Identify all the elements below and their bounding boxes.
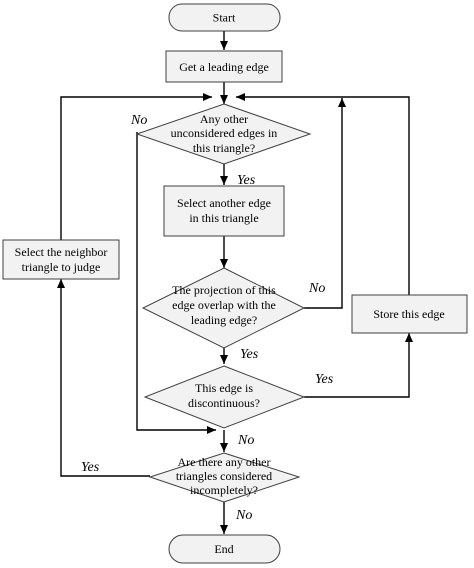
label-no-triangles: No <box>235 508 252 523</box>
arrow-neighbor-loop <box>60 93 212 240</box>
start-node: Start <box>168 3 281 32</box>
select-neighbor-label-2: triangle to judge <box>22 260 101 274</box>
select-neighbor-label-1: Select the neighbor <box>15 245 108 259</box>
projection-overlap-label-1: The projection of this <box>172 283 276 297</box>
arrow-discontinuous-yes <box>304 333 413 398</box>
any-other-triangles-decision: Are there any other triangles considered… <box>148 452 301 503</box>
select-another-edge-label-2: in this triangle <box>189 211 258 225</box>
discontinuous-decision: This edge is discontinuous? <box>143 365 306 429</box>
discontinuous-label-1: This edge is <box>195 381 253 395</box>
end-label: End <box>214 542 233 556</box>
connectors <box>57 30 413 534</box>
any-other-triangles-label-2: triangles considered <box>176 469 272 483</box>
discontinuous-label-2: discontinuous? <box>188 396 260 410</box>
any-other-edges-label-1: Any other <box>200 112 248 126</box>
arrow-triangles-yes <box>57 279 150 477</box>
label-yes-any-other: Yes <box>237 173 256 188</box>
get-leading-edge-label: Get a leading edge <box>179 60 269 74</box>
label-yes-projection: Yes <box>240 347 259 362</box>
select-another-edge-node: Select another edge in this triangle <box>163 185 285 237</box>
start-label: Start <box>213 11 236 25</box>
any-other-edges-label-3: this triangle? <box>193 141 255 155</box>
projection-overlap-label-2: edge overlap with the <box>172 298 276 312</box>
store-edge-label: Store this edge <box>373 307 444 321</box>
select-another-edge-label-1: Select another edge <box>177 196 271 210</box>
label-no-discontinuous: No <box>237 433 254 448</box>
label-no-any-other: No <box>130 113 147 128</box>
arrow-any-other-no <box>136 132 216 434</box>
projection-overlap-decision: The projection of this edge overlap with… <box>141 267 306 349</box>
any-other-edges-label-2: unconsidered edges in <box>171 126 278 140</box>
any-other-edges-decision: Any other unconsidered edges in this tri… <box>135 103 312 165</box>
label-yes-discontinuous: Yes <box>315 372 334 387</box>
any-other-triangles-label-3: incompletely? <box>190 483 258 497</box>
label-no-projection: No <box>308 281 325 296</box>
store-edge-node: Store this edge <box>351 294 468 334</box>
label-yes-triangles: Yes <box>81 460 100 475</box>
edge-labels: No Yes No Yes Yes No Yes No <box>81 113 334 523</box>
get-leading-edge-node: Get a leading edge <box>165 50 283 83</box>
arrow-projection-no <box>304 98 346 309</box>
arrow-store-loop <box>236 93 410 295</box>
end-node: End <box>168 534 281 564</box>
any-other-triangles-label-1: Are there any other <box>178 455 271 469</box>
projection-overlap-label-3: leading edge? <box>191 313 257 327</box>
select-neighbor-node: Select the neighbor triangle to judge <box>2 239 120 280</box>
